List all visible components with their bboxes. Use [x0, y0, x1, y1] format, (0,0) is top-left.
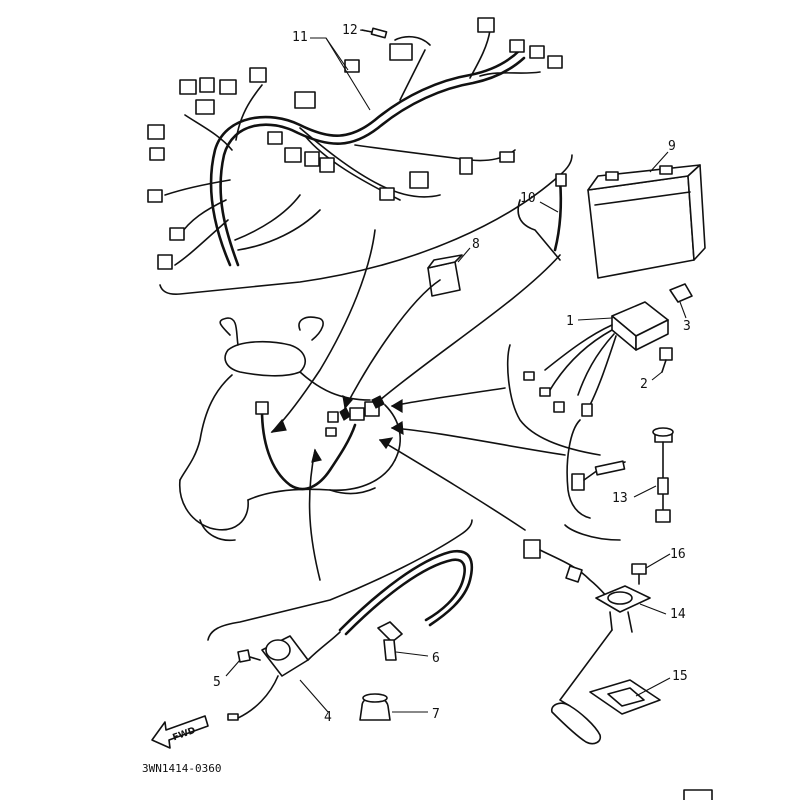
callout-3: 3 — [683, 319, 691, 334]
breather-tube — [553, 178, 563, 252]
bolt-2 — [659, 347, 673, 373]
callout-4: 4 — [324, 710, 332, 725]
forward-arrow-icon — [151, 715, 209, 749]
screw-16 — [631, 563, 647, 585]
callout-11: 11 — [292, 30, 308, 45]
rubber-boot — [359, 693, 391, 721]
battery — [587, 164, 706, 279]
callout-15: 15 — [672, 669, 688, 684]
callout-5: 5 — [213, 675, 221, 690]
gasket — [589, 679, 661, 715]
fuse-pin-12 — [361, 27, 388, 39]
callout-13: 13 — [612, 491, 628, 506]
spark-plug-cap — [377, 621, 403, 661]
callout-8: 8 — [472, 237, 480, 252]
callout-10: 10 — [520, 191, 536, 206]
corner-mark — [683, 789, 713, 800]
callout-2: 2 — [640, 377, 648, 392]
scooter-outline — [178, 316, 401, 542]
callout-7: 7 — [432, 707, 440, 722]
rubber-mount — [669, 283, 693, 303]
callout-6: 6 — [432, 651, 440, 666]
pointer-lines — [270, 229, 566, 581]
sensor-13 — [566, 419, 674, 523]
relay — [427, 254, 463, 297]
leader-lines — [225, 29, 687, 713]
ignition-coil — [227, 549, 474, 721]
wire-harness — [147, 17, 563, 270]
fuel-sender-unit — [523, 539, 651, 745]
callout-14: 14 — [670, 607, 686, 622]
callout-12: 12 — [342, 23, 358, 38]
bolt-5 — [237, 649, 261, 663]
rectifier-regulator — [523, 301, 669, 417]
callout-16: 16 — [670, 547, 686, 562]
callout-9: 9 — [668, 139, 676, 154]
part-code: 3WN1414-0360 — [142, 762, 221, 775]
callout-1: 1 — [566, 314, 574, 329]
